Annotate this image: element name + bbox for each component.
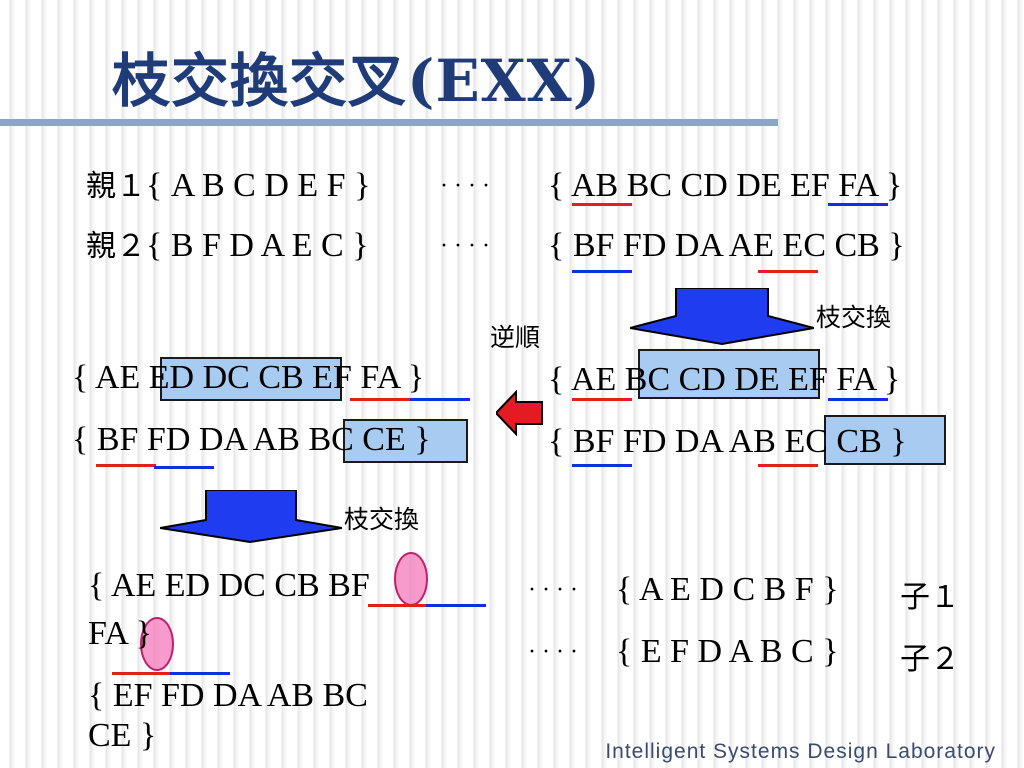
child1-dots: · · · · (528, 577, 578, 603)
down-arrow-icon (630, 288, 814, 346)
highlight-box (160, 357, 342, 401)
parent1-label: 親１ (86, 169, 146, 204)
underline-blue (572, 464, 632, 467)
mid-left-row2: { BF FD DA AB BC CE } (72, 421, 431, 458)
footer-lab-name: Intelligent Systems Design Laboratory (605, 740, 996, 763)
result1-line1: { AE ED DC CB BF (88, 567, 370, 604)
highlight-box (638, 349, 820, 399)
parent2-cities: { B F D A E C } (146, 227, 369, 264)
underline-red (758, 270, 818, 273)
underline-blue (170, 672, 230, 675)
underline-blue (828, 203, 888, 206)
child1-cities: { A E D C B F } (616, 571, 839, 608)
down-arrow-icon (160, 490, 342, 544)
exchange-label-2: 枝交換 (344, 505, 420, 534)
underline-blue (410, 398, 470, 401)
page-title: 枝交換交叉(EXX) (112, 47, 602, 115)
child2-cities: { E F D A B C } (616, 633, 839, 670)
parent1-edges: { AB BC CD DE EF FA } (548, 167, 903, 204)
parent2-dots: · · · · (440, 233, 490, 259)
underline-red (368, 604, 428, 607)
result1-line2: FA } (88, 615, 152, 652)
child2-label: 子２ (900, 642, 960, 677)
exchange-label-1: 枝交換 (816, 303, 892, 332)
parent2-row: 親２{ B F D A E C } (86, 226, 369, 267)
child2-dots: · · · · (528, 639, 578, 665)
underline-blue (426, 604, 486, 607)
highlight-circle (140, 617, 174, 671)
mid-left-row1: { AE ED DC CB EF FA } (72, 359, 425, 396)
parent1-dots: · · · · (440, 173, 490, 199)
reverse-label: 逆順 (490, 323, 541, 352)
left-arrow-icon (496, 390, 543, 436)
underline-red (112, 672, 172, 675)
highlight-circle (394, 552, 428, 606)
parent2-label: 親２ (86, 229, 146, 264)
underline-blue (154, 466, 214, 469)
underline-red (572, 203, 632, 206)
parent1-cities: { A B C D E F } (146, 167, 371, 204)
title-underline (0, 119, 778, 126)
underline-red (758, 464, 818, 467)
result2-line1: { EF FD DA AB BC (88, 677, 368, 714)
highlight-box (824, 415, 946, 465)
parent1-row: 親１{ A B C D E F } (86, 166, 370, 207)
underline-red (350, 398, 410, 401)
child1-label: 子１ (900, 580, 960, 615)
underline-blue (828, 398, 888, 401)
mid-right-row1: { AE BC CD DE EF FA } (548, 361, 901, 398)
highlight-box (343, 419, 468, 463)
underline-red (572, 398, 632, 401)
underline-red (96, 464, 156, 467)
result2-line2: CE } (88, 717, 157, 754)
underline-blue (572, 270, 632, 273)
parent2-edges: { BF FD DA AE EC CB } (548, 227, 905, 264)
mid-right-row2: { BF FD DA AB EC CB } (548, 423, 907, 460)
